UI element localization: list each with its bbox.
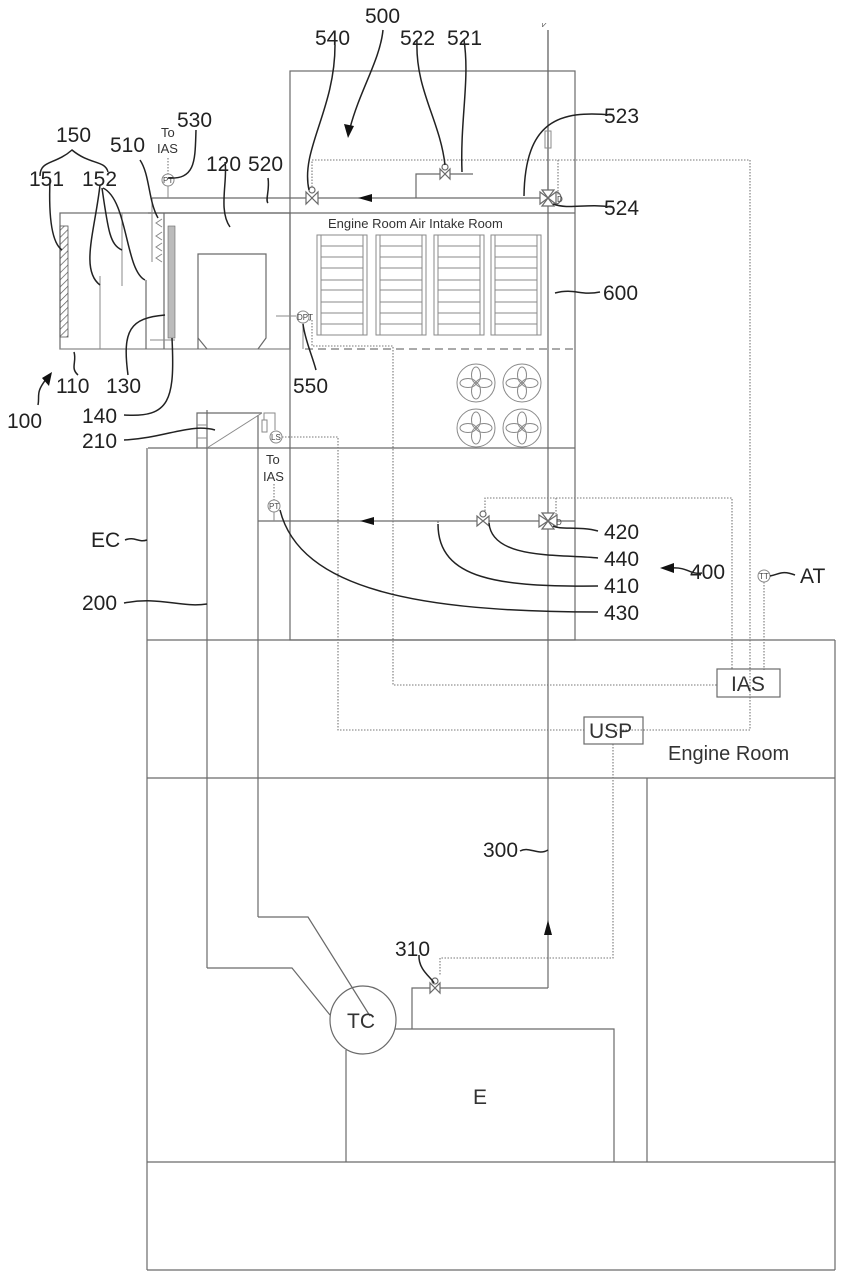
ref-410: 410: [604, 575, 639, 598]
ref-540: 540: [315, 27, 350, 50]
ref-520: 520: [248, 153, 283, 176]
ref-510: 510: [110, 134, 145, 157]
ref-ec: EC: [91, 529, 120, 552]
to-ias-top-line1: To: [161, 125, 175, 140]
ref-420: 420: [604, 521, 639, 544]
fans: [456, 363, 542, 448]
pressure-transmitter-430: PT: [267, 484, 281, 521]
building-outline: [59, 30, 836, 1271]
hatched-filter-151: [59, 225, 69, 338]
fan-icon: [456, 408, 496, 448]
three-way-valve-524: [539, 189, 562, 207]
leader-lines: [37, 29, 796, 984]
fan-icon: [502, 408, 542, 448]
exhaust-stack: [206, 410, 371, 1017]
ref-524: 524: [604, 197, 639, 220]
turbocharger: TC: [329, 985, 397, 1055]
svg-text:USP: USP: [589, 720, 632, 743]
ref-400: 400: [690, 561, 725, 584]
svg-text:PT: PT: [163, 176, 173, 185]
ref-110: 110: [56, 375, 89, 398]
svg-text:TT: TT: [759, 572, 769, 581]
ref-310: 310: [395, 938, 430, 961]
ref-152: 152: [82, 168, 117, 191]
flow-arrow-up-icon: [544, 920, 552, 935]
pipe-300: [411, 640, 552, 1029]
ref-140: 140: [82, 405, 117, 428]
differential-pressure-550: DPT: [296, 310, 718, 686]
ref-522: 522: [400, 27, 435, 50]
ref-550: 550: [293, 375, 328, 398]
ref-530: 530: [177, 109, 212, 132]
ref-600: 600: [603, 282, 638, 305]
air-intake-room-label: Engine Room Air Intake Room: [328, 216, 503, 231]
fan-icon: [502, 363, 542, 403]
valve-540: [305, 186, 319, 206]
ref-200: 200: [82, 592, 117, 615]
louvers-600: [316, 234, 542, 336]
svg-text:TC: TC: [347, 1010, 375, 1033]
ref-at: AT: [800, 565, 825, 588]
louver-panel: [433, 234, 485, 336]
svg-text:E: E: [473, 1086, 487, 1109]
louver-panel: [375, 234, 427, 336]
to-ias-top-line2: IAS: [157, 141, 178, 156]
flow-arrow-left-icon: [358, 194, 372, 202]
svg-text:LS: LS: [271, 433, 281, 442]
signal-lines: [311, 159, 765, 975]
ias-box: IAS: [716, 668, 781, 698]
ref-151: 151: [29, 168, 64, 191]
svg-text:IAS: IAS: [731, 673, 765, 696]
flow-arrow-left-mid-icon: [360, 517, 374, 525]
filter-housing-100: [59, 198, 296, 350]
header-pipe-520: ⩗: [152, 20, 552, 202]
brace-150: [39, 149, 109, 177]
valve-d-top-label: D: [557, 195, 563, 204]
svg-text:DPT: DPT: [297, 313, 313, 322]
louver-panel: [490, 234, 542, 336]
ref-210: 210: [82, 430, 117, 453]
ref-521: 521: [447, 27, 482, 50]
fan-icon: [456, 363, 496, 403]
pressure-transmitter-530: PT: [161, 158, 175, 198]
three-way-valve-420: [538, 512, 558, 530]
spray-nozzles-510: [155, 218, 163, 263]
to-ias-mid-line2: IAS: [263, 469, 284, 484]
ref-300: 300: [483, 839, 518, 862]
valve-522: [439, 163, 451, 181]
ref-430: 430: [604, 602, 639, 625]
valve-d-mid-label: D: [556, 518, 562, 527]
reference-numerals: 500 540 522 521 523 524 530 510 150 151 …: [7, 5, 825, 961]
svg-text:⩗: ⩗: [542, 20, 547, 29]
ref-100: 100: [7, 410, 42, 433]
louver-panel: [316, 234, 368, 336]
ref-130: 130: [106, 375, 141, 398]
temperature-transmitter: TT: [757, 569, 771, 583]
to-ias-mid-line1: To: [266, 452, 280, 467]
ref-440: 440: [604, 548, 639, 571]
svg-text:PT: PT: [269, 502, 279, 511]
ref-500: 500: [365, 5, 400, 28]
engine-room-label: Engine Room: [668, 743, 789, 765]
ref-523: 523: [604, 105, 639, 128]
ref-150: 150: [56, 124, 91, 147]
silencer-210: [196, 412, 263, 449]
valve-440: [476, 510, 490, 528]
usp-box: USP: [583, 716, 644, 745]
ref-120: 120: [206, 153, 241, 176]
level-switch: LS: [261, 412, 585, 731]
mist-eliminator-130: [167, 225, 176, 339]
engine-block: E: [345, 1028, 615, 1162]
